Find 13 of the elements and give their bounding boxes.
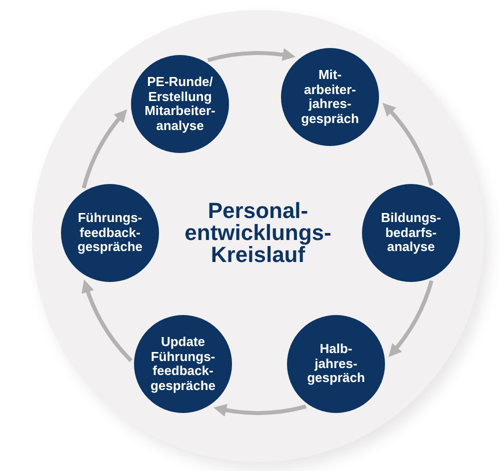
cycle-arrow: [207, 48, 296, 62]
step-label: Mit- arbeiter- jahres- gespräch: [300, 68, 360, 126]
cycle-arrow: [82, 109, 127, 189]
step-label: Halb- jahres- gespräch: [306, 342, 366, 386]
cycle-arrow: [388, 280, 434, 358]
cycle-arrow: [213, 403, 306, 416]
step-label: PE-Runde/ Erstellung Mitarbeiter- analyse: [144, 75, 216, 133]
step-label: Update Führungs- feedback- gespräche: [149, 335, 217, 393]
step-label: Bildungs- bedarfs- analyse: [380, 211, 442, 255]
step-label: Führungs- feedback- gespräche: [76, 211, 144, 255]
center-title: Personal- entwicklungs- Kreislauf: [184, 200, 332, 266]
cycle-arrow: [82, 280, 133, 362]
cycle-arrow: [382, 102, 434, 186]
